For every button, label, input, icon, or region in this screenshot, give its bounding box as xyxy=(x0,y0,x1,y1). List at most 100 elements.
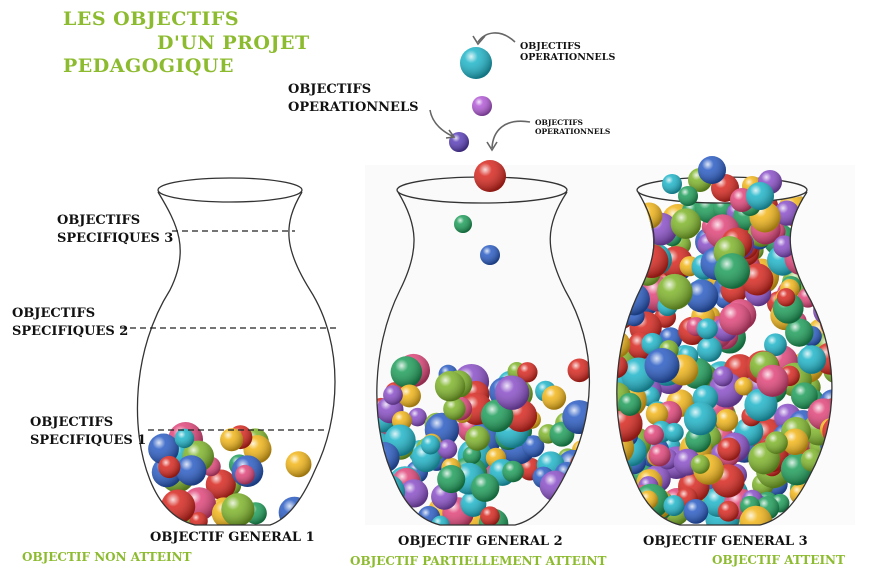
ball-shade xyxy=(408,407,427,427)
ball-shade xyxy=(465,425,490,451)
status-3-label: OBJECTIF ATTEINT xyxy=(712,553,845,567)
ball-shade xyxy=(648,444,671,467)
ball-shade xyxy=(756,364,789,397)
ball-shade xyxy=(454,215,472,233)
ball-shade xyxy=(437,439,458,459)
ball-shade xyxy=(696,336,722,362)
ball-shade xyxy=(643,424,664,445)
ball-shade xyxy=(397,384,421,408)
ball-shade xyxy=(714,253,750,289)
ball-shade xyxy=(443,397,466,421)
ball-shade xyxy=(678,186,698,206)
ball-shade xyxy=(645,402,669,426)
ball-shade xyxy=(474,160,506,192)
specific-3-line-1: OBJECTIFS xyxy=(57,213,141,228)
ball-shade xyxy=(781,428,809,455)
ball-shade xyxy=(715,408,739,432)
ball-shade xyxy=(480,506,500,525)
ball-shade xyxy=(220,428,244,452)
ball-shade xyxy=(744,388,778,422)
ball-shade xyxy=(517,362,538,383)
general-1-label: OBJECTIF GENERAL 1 xyxy=(150,530,315,545)
title-line-3: PEDAGOGIQUE xyxy=(63,55,234,77)
general-2-label: OBJECTIF GENERAL 2 xyxy=(398,534,563,549)
ball-shade xyxy=(765,431,788,455)
operational-label-left-2: OPERATIONNELS xyxy=(288,100,419,115)
ball-shade xyxy=(480,245,500,265)
ball-shade xyxy=(656,273,693,310)
general-3-label: OBJECTIF GENERAL 3 xyxy=(643,534,808,549)
ball-shade xyxy=(470,473,500,502)
ball-shade xyxy=(664,422,684,443)
ball-shade xyxy=(644,347,680,383)
ball-shade xyxy=(734,377,753,396)
ball-shade xyxy=(390,356,423,388)
ball-shade xyxy=(174,428,195,449)
ball-shade xyxy=(437,465,466,494)
ball-shade xyxy=(522,435,545,458)
arrow-top-head xyxy=(472,35,486,46)
ball-shade xyxy=(399,479,429,508)
ball-shade xyxy=(235,464,255,485)
ball-shade xyxy=(158,455,181,479)
arrow-left xyxy=(429,109,453,137)
specific-1-line-1: OBJECTIFS xyxy=(30,415,114,430)
ball-shade xyxy=(383,385,403,405)
arrow-top xyxy=(477,32,516,43)
vase-3-body xyxy=(616,191,833,526)
ball-shade xyxy=(176,455,207,486)
ball-shade xyxy=(567,358,590,383)
specific-2-line-1: OBJECTIFS xyxy=(12,306,96,321)
ball-shade xyxy=(460,47,492,79)
operational-label-small: OBJECTIFS OPERATIONNELS xyxy=(535,118,611,136)
ball-shade xyxy=(285,451,312,478)
ball-shade xyxy=(434,371,466,402)
vase-2-body xyxy=(376,191,591,526)
ball-shade xyxy=(616,354,628,379)
status-1-label: OBJECTIF NON ATTEINT xyxy=(22,550,192,564)
ball-shade xyxy=(189,512,208,525)
ball-shade xyxy=(698,156,726,184)
ball-shade xyxy=(472,96,492,116)
arrow-left-head xyxy=(445,129,456,139)
ball-shade xyxy=(739,505,773,525)
ball-shade xyxy=(221,493,255,525)
ball-shade xyxy=(278,496,311,525)
ball-shade xyxy=(764,333,787,357)
ball-shade xyxy=(717,437,741,461)
ball-shade xyxy=(541,385,567,410)
ball-shade xyxy=(685,279,719,313)
ball-shade xyxy=(719,302,752,336)
vase-3-overflow-balls xyxy=(662,156,782,212)
ball-shade xyxy=(797,345,827,374)
specific-level-lines xyxy=(120,230,340,431)
ball-shade xyxy=(683,402,717,436)
specific-2-line-2: SPECIFIQUES 2 xyxy=(12,324,129,339)
ball-shade xyxy=(746,182,774,210)
specific-1-line-2: SPECIFIQUES 1 xyxy=(30,433,147,448)
ball-shade xyxy=(690,454,710,474)
ball-shade xyxy=(663,495,685,517)
ball-shade xyxy=(205,469,236,500)
arrows xyxy=(429,32,531,152)
operational-label-left-1: OBJECTIFS xyxy=(288,82,372,97)
arrow-right xyxy=(491,120,531,149)
ball-shade xyxy=(717,500,739,522)
ball-shade xyxy=(494,375,530,410)
ball-shade xyxy=(502,460,524,483)
vase-1-balls xyxy=(148,422,312,525)
ball-shade xyxy=(420,435,441,455)
ball-shade xyxy=(618,392,642,416)
ball-shade xyxy=(662,174,682,194)
ball-shade xyxy=(696,318,718,340)
ball-shade xyxy=(790,382,818,410)
falling-balls xyxy=(449,47,506,265)
ball-shade xyxy=(776,288,796,307)
ball-shade xyxy=(683,499,709,524)
ball-shade xyxy=(670,208,702,239)
vase-1-rim xyxy=(157,177,303,203)
arrow-right-head xyxy=(486,141,498,152)
specific-3-line-2: SPECIFIQUES 3 xyxy=(57,231,174,246)
operational-label-top: OBJECTIFS OPERATIONNELS xyxy=(520,41,616,64)
